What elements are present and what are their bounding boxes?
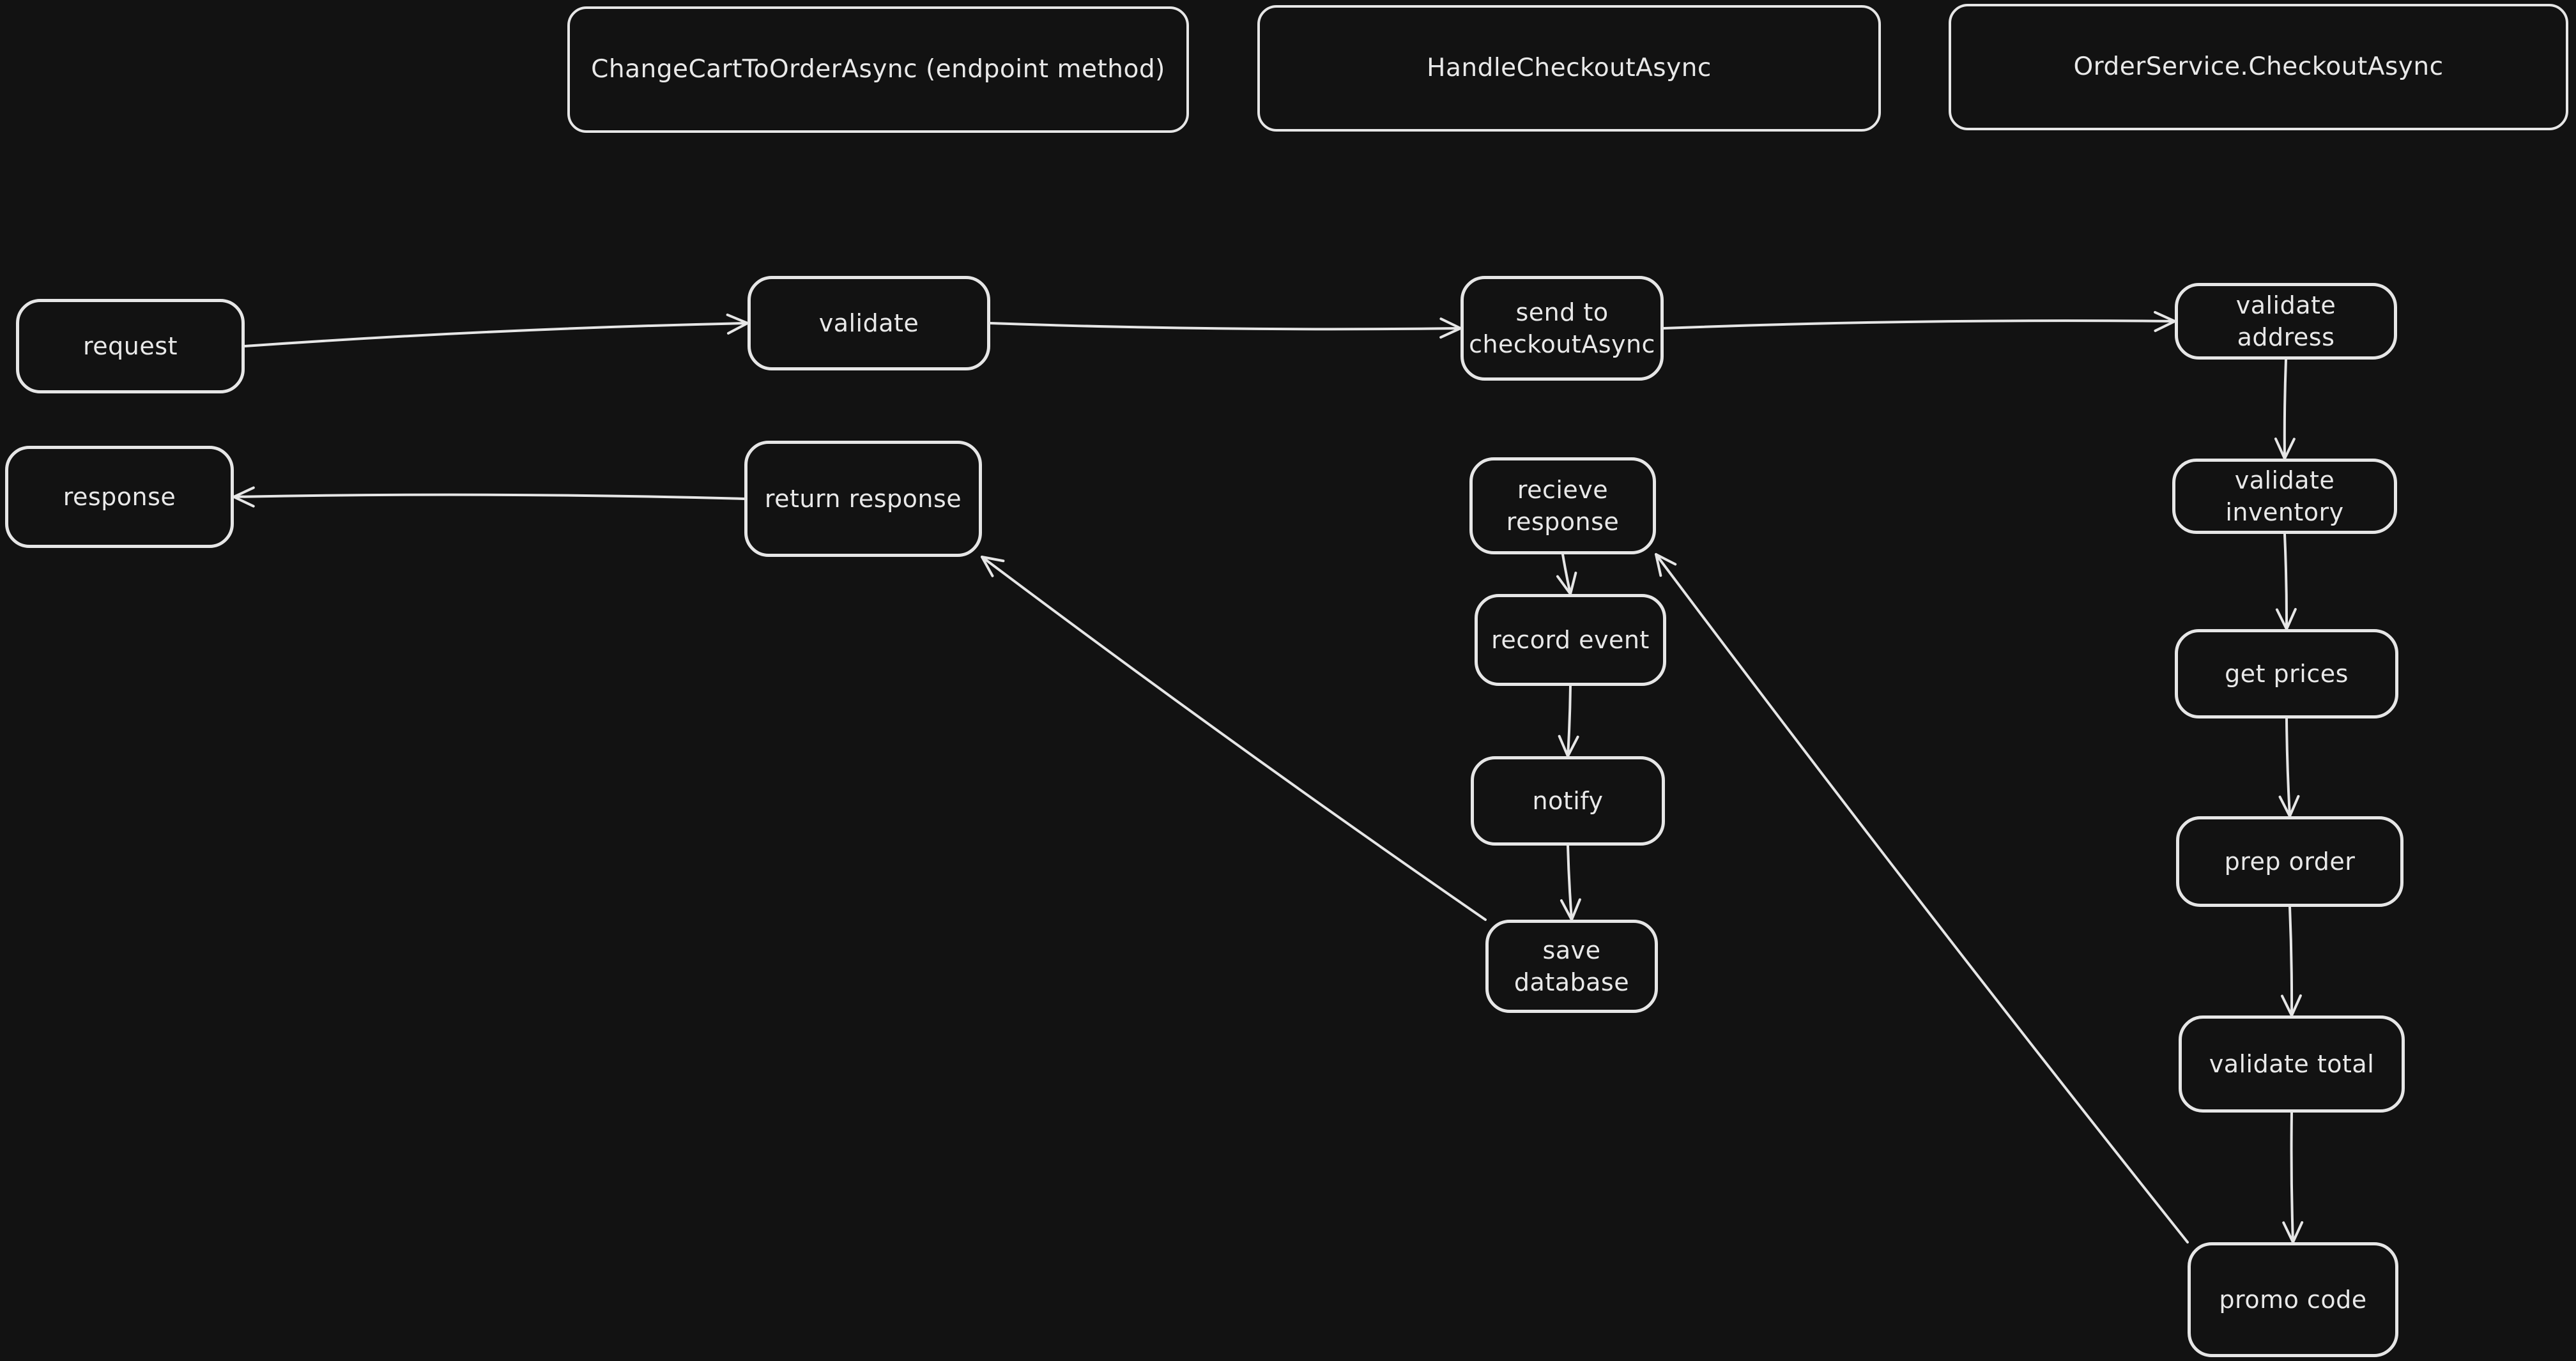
- node-request[interactable]: request: [16, 299, 245, 393]
- node-label: validate inventory: [2225, 466, 2344, 526]
- edge-recieve-to-record: [1556, 553, 1577, 595]
- arrowhead-icon: [2274, 437, 2296, 460]
- edge-validate-to-send: [989, 317, 1462, 339]
- edge-line: [2288, 906, 2294, 1017]
- edge-line: [233, 493, 746, 500]
- arrowhead-icon: [1560, 898, 1581, 921]
- edge-line: [981, 556, 1487, 921]
- edge-line: [989, 322, 1462, 331]
- edge-line: [1567, 844, 1573, 921]
- arrowhead-icon: [233, 486, 255, 508]
- arrowhead-icon: [726, 313, 749, 335]
- node-label: send to checkoutAsync: [1469, 298, 1655, 358]
- edge-total-to-promo: [2282, 1111, 2304, 1243]
- node-recieve-response[interactable]: recieve response: [1469, 457, 1656, 554]
- node-label: notify: [1532, 786, 1604, 815]
- arrowhead-icon: [2154, 310, 2176, 332]
- arrowhead-icon: [2282, 1221, 2304, 1243]
- edge-save-to-return-response: [981, 556, 1487, 921]
- node-label: recieve response: [1506, 475, 1620, 536]
- node-get-prices[interactable]: get prices: [2175, 629, 2398, 719]
- node-label: record event: [1491, 625, 1650, 654]
- edge-line: [2285, 717, 2291, 817]
- group-box-handler-group[interactable]: HandleCheckoutAsync: [1257, 5, 1881, 132]
- node-send-to-checkout[interactable]: send to checkoutAsync: [1460, 276, 1664, 381]
- node-validate-address[interactable]: validate address: [2175, 283, 2397, 360]
- group-box-endpoint-group[interactable]: ChangeCartToOrderAsync (endpoint method): [567, 6, 1189, 133]
- node-validate-inventory[interactable]: validate inventory: [2172, 459, 2397, 534]
- group-label: HandleCheckoutAsync: [1427, 53, 1712, 82]
- edge-line: [1655, 553, 2189, 1243]
- edge-line: [243, 322, 749, 347]
- node-label: validate address: [2235, 291, 2336, 351]
- node-prep-order[interactable]: prep order: [2176, 816, 2404, 907]
- node-notify[interactable]: notify: [1471, 756, 1665, 846]
- edge-record-to-notify: [1558, 685, 1579, 757]
- node-return-response[interactable]: return response: [744, 441, 982, 557]
- arrowhead-icon: [1556, 572, 1577, 595]
- node-record-event[interactable]: record event: [1475, 594, 1666, 686]
- arrowhead-icon: [2275, 607, 2297, 630]
- group-box-service-group[interactable]: OrderService.CheckoutAsync: [1949, 4, 2568, 130]
- node-label: return response: [764, 484, 962, 513]
- group-label: ChangeCartToOrderAsync (endpoint method): [591, 54, 1165, 84]
- arrowhead-icon: [1655, 553, 1677, 577]
- edge-line: [1561, 553, 1572, 595]
- arrowhead-icon: [1558, 734, 1579, 757]
- edge-send-to-validate-address: [1662, 310, 2176, 332]
- edge-return-response-to-response: [233, 486, 746, 508]
- node-label: validate: [818, 308, 919, 337]
- node-label: get prices: [2225, 659, 2349, 688]
- node-label: prep order: [2224, 847, 2356, 876]
- node-save-database[interactable]: save database: [1485, 920, 1658, 1013]
- edge-line: [1567, 685, 1572, 757]
- node-response[interactable]: response: [5, 446, 234, 548]
- node-label: request: [83, 331, 178, 360]
- node-promo-code[interactable]: promo code: [2188, 1242, 2398, 1357]
- arrowhead-icon: [2278, 795, 2300, 817]
- arrowhead-icon: [981, 556, 1005, 577]
- edge-request-to-validate: [243, 313, 749, 347]
- group-label: OrderService.CheckoutAsync: [2073, 52, 2444, 81]
- node-validate[interactable]: validate: [747, 276, 990, 370]
- node-validate-total[interactable]: validate total: [2179, 1015, 2405, 1113]
- node-label: save database: [1514, 936, 1630, 996]
- edge-address-to-inventory: [2274, 358, 2296, 460]
- edge-notify-to-save: [1560, 844, 1581, 921]
- edge-line: [1662, 319, 2176, 330]
- node-label: response: [63, 482, 176, 511]
- edge-inventory-to-prices: [2275, 533, 2297, 630]
- edge-line: [2283, 533, 2288, 630]
- edge-line: [2290, 1111, 2294, 1243]
- node-label: validate total: [2209, 1049, 2375, 1078]
- arrowhead-icon: [2280, 994, 2302, 1017]
- edge-line: [2283, 358, 2287, 460]
- edge-prices-to-prep: [2278, 717, 2300, 817]
- node-label: promo code: [2219, 1285, 2367, 1314]
- edge-prep-to-total: [2280, 906, 2302, 1017]
- edge-promo-to-recieve: [1655, 553, 2189, 1243]
